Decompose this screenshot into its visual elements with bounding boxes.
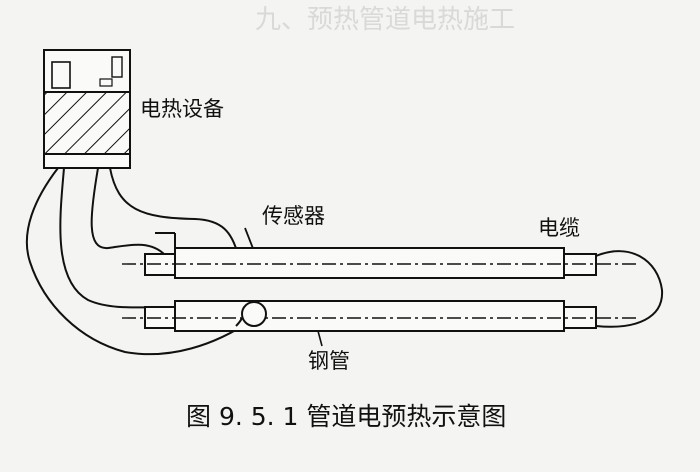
lower-steel-pipe — [122, 300, 636, 332]
label-electric-heating-equipment: 电热设备 — [140, 97, 224, 121]
cable-to-sensor — [109, 167, 239, 256]
cable-to-lower-pipe — [59, 167, 166, 309]
cable-to-upper-pipe — [90, 167, 166, 256]
pipe-leader-line — [317, 330, 323, 347]
display-panel-icon — [51, 61, 71, 89]
upper-steel-pipe — [122, 247, 636, 279]
pipe-clamp-circle — [241, 301, 267, 327]
label-steel-pipe: 钢管 — [308, 349, 350, 373]
figure-caption: 图 9. 5. 1 管道电预热示意图 — [186, 402, 506, 431]
switch-icon — [111, 56, 123, 78]
label-cable: 电缆 — [538, 216, 580, 240]
label-sensor: 传感器 — [262, 204, 325, 228]
cable-lines — [25, 167, 253, 356]
heating-element-block — [43, 91, 131, 155]
indicator-light-icon — [99, 78, 113, 87]
electric-heating-equipment — [43, 49, 131, 169]
bleed-through-header: 九、预热管道电热施工 — [255, 5, 515, 35]
cable-outer-loop — [25, 167, 253, 356]
cable-loop-right — [595, 250, 664, 328]
